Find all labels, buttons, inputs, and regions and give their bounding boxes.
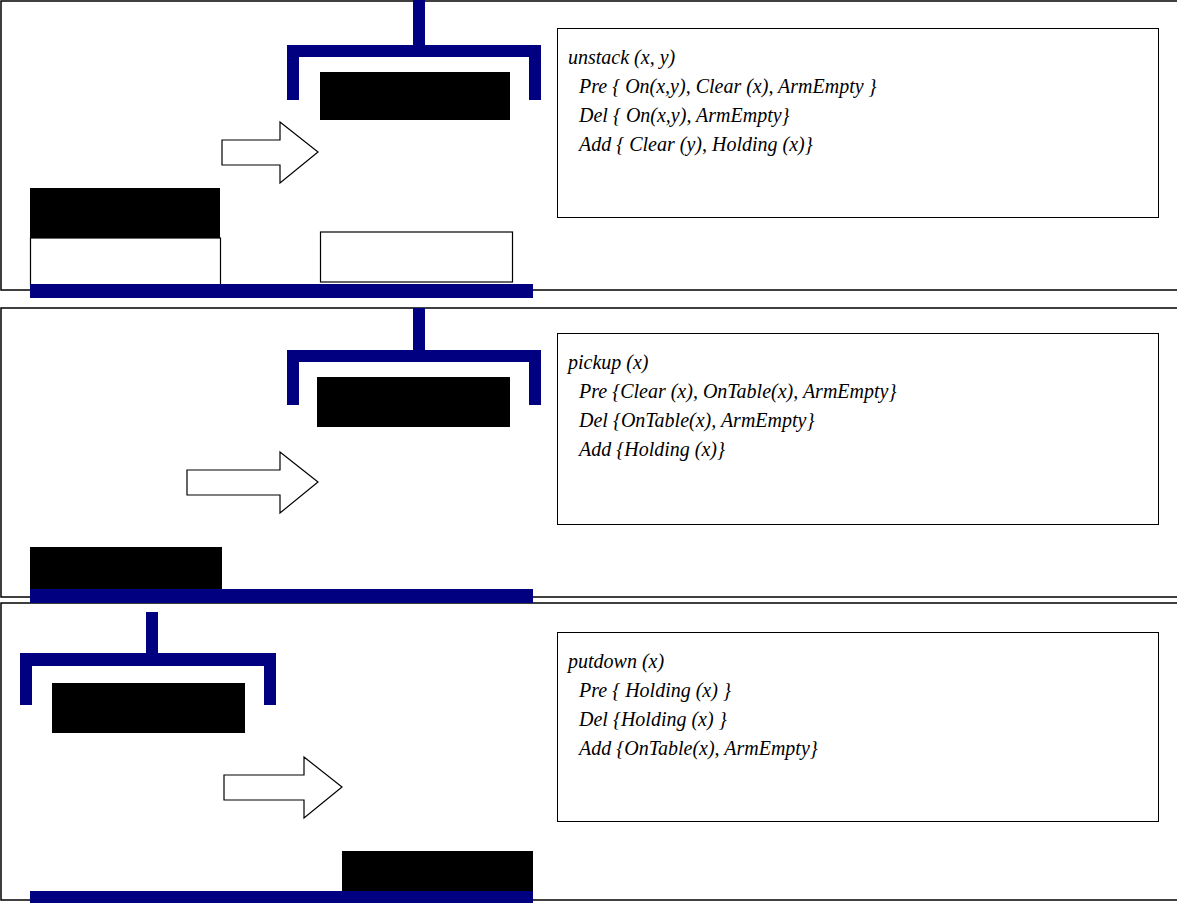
operator-box: unstack (x, y)Pre { On(x,y), Clear (x), … <box>557 28 1159 218</box>
operator-clause: Add {Holding (x)} <box>568 435 1146 464</box>
held-block <box>52 683 245 733</box>
hollow-arrow <box>222 122 318 183</box>
table <box>30 284 533 298</box>
block <box>31 238 221 285</box>
panel-frame <box>1 603 1177 900</box>
hollow-arrow <box>187 452 318 513</box>
operator-name: putdown (x) <box>568 647 1146 676</box>
block <box>30 547 222 590</box>
operator-name: unstack (x, y) <box>568 43 1146 72</box>
operator-box: pickup (x)Pre {Clear (x), OnTable(x), Ar… <box>557 333 1159 525</box>
operator-clause: Add { Clear (y), Holding (x)} <box>568 130 1146 159</box>
block <box>321 232 513 282</box>
operator-clause: Add {OnTable(x), ArmEmpty} <box>568 734 1146 763</box>
block <box>342 851 533 892</box>
operator-clause: Pre { On(x,y), Clear (x), ArmEmpty } <box>568 72 1146 101</box>
held-block <box>317 377 510 427</box>
panel-frame <box>1 1 1177 290</box>
table <box>30 891 533 903</box>
operator-box: putdown (x)Pre { Holding (x) }Del {Holdi… <box>557 632 1159 822</box>
table <box>30 589 533 603</box>
operator-clause: Pre { Holding (x) } <box>568 676 1146 705</box>
operator-name: pickup (x) <box>568 348 1146 377</box>
held-block <box>320 72 510 120</box>
hollow-arrow <box>224 757 342 818</box>
panel-frame <box>1 308 1177 597</box>
operator-clause: Del {Holding (x) } <box>568 705 1146 734</box>
operator-clause: Pre {Clear (x), OnTable(x), ArmEmpty} <box>568 377 1146 406</box>
operator-clause: Del { On(x,y), ArmEmpty} <box>568 101 1146 130</box>
operator-clause: Del {OnTable(x), ArmEmpty} <box>568 406 1146 435</box>
block <box>30 188 220 238</box>
